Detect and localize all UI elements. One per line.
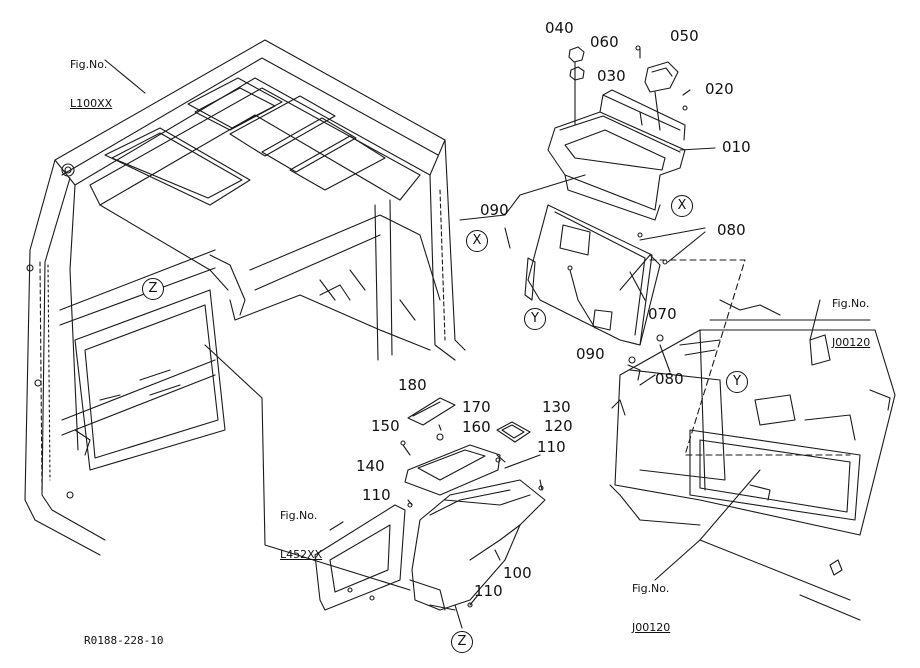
fig-ref-label: Fig.No.	[632, 582, 670, 595]
part-label-090-lower: 090	[576, 345, 605, 363]
drawing-code: R0188-228-10	[84, 634, 164, 647]
fig-ref-number: L452XX	[280, 548, 323, 561]
fig-ref-right: Fig.No. J00120	[832, 271, 870, 375]
fig-ref-label: Fig.No.	[832, 297, 870, 310]
part-label-110-left: 110	[362, 486, 391, 504]
part-label-100: 100	[503, 564, 532, 582]
part-label-130: 130	[542, 398, 571, 416]
part-label-080-upper: 080	[717, 221, 746, 239]
part-label-150: 150	[371, 417, 400, 435]
part-label-050: 050	[670, 27, 699, 45]
fig-ref-number: J00120	[632, 621, 671, 634]
part-label-110-right: 110	[537, 438, 566, 456]
view-marker-x-left: X	[466, 230, 488, 252]
fig-ref-top-left: Fig.No. L100XX	[70, 32, 112, 136]
fig-ref-number: L100XX	[70, 97, 113, 110]
part-label-010: 010	[722, 138, 751, 156]
part-label-170: 170	[462, 398, 491, 416]
view-marker-y-panel: Y	[524, 308, 546, 330]
part-label-140: 140	[356, 457, 385, 475]
rear-cab-section	[609, 299, 896, 621]
part-label-020: 020	[705, 80, 734, 98]
fig-ref-label: Fig.No.	[280, 509, 318, 522]
fig-ref-label: Fig.No.	[70, 58, 108, 71]
part-label-060: 060	[590, 33, 619, 51]
part-label-080-lower: 080	[655, 370, 684, 388]
part-label-120: 120	[544, 417, 573, 435]
part-label-040: 040	[545, 19, 574, 37]
view-marker-x-upper: X	[671, 195, 693, 217]
view-marker-z-duct: Z	[451, 631, 473, 653]
part-label-030: 030	[597, 67, 626, 85]
part-label-180: 180	[398, 376, 427, 394]
part-label-070: 070	[648, 305, 677, 323]
fig-ref-lower-left: Fig.No. L452XX	[280, 483, 322, 587]
fig-ref-number: J00120	[832, 336, 871, 349]
view-marker-z-cab: Z	[142, 278, 164, 300]
fig-ref-bottom-right: Fig.No. J00120	[632, 556, 670, 660]
tray-assembly	[459, 45, 716, 221]
side-panel-assembly	[504, 204, 851, 456]
cab-frame	[24, 39, 466, 556]
part-label-090-upper: 090	[480, 201, 509, 219]
part-label-160: 160	[462, 418, 491, 436]
console-assembly	[314, 397, 546, 629]
view-marker-y-cab: Y	[726, 371, 748, 393]
part-label-110-bottom: 110	[474, 582, 503, 600]
